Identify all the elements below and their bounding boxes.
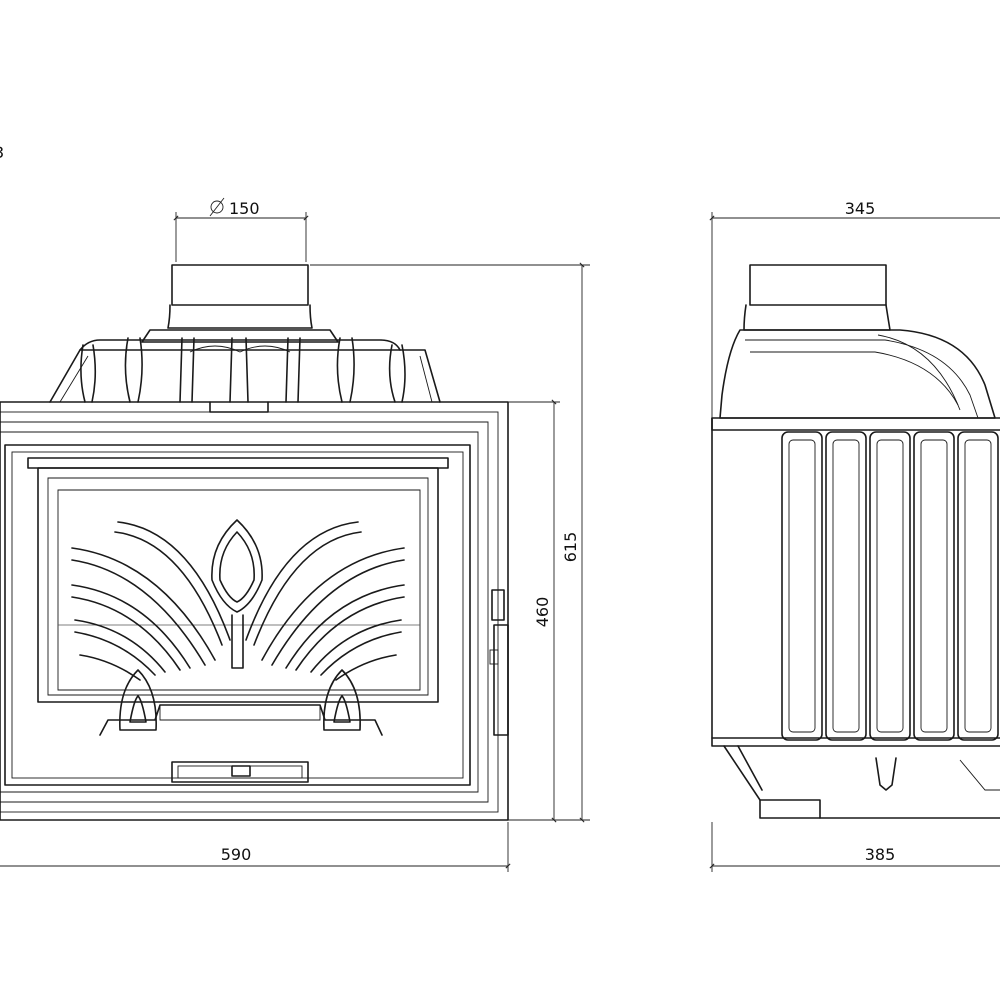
side-flue-collar <box>743 264 891 331</box>
side-view <box>711 264 1000 819</box>
side-fins <box>781 431 999 741</box>
diameter-symbol <box>209 197 225 217</box>
side-base <box>723 745 1000 819</box>
side-body <box>711 417 1000 747</box>
air-control-slider <box>171 761 309 783</box>
front-dimensions: 150 615 460 590 <box>0 197 590 872</box>
top-manifold <box>49 337 441 413</box>
flue-diameter-label: 150 <box>229 199 260 218</box>
flue-collar <box>141 264 339 343</box>
decorative-back-plate <box>71 519 405 681</box>
side-bottom-depth-label: 385 <box>865 845 896 864</box>
front-frame <box>0 401 509 821</box>
front-view <box>0 264 509 821</box>
total-height-label: 615 <box>561 532 580 563</box>
glass-window <box>27 457 449 703</box>
side-top-depth-label: 345 <box>845 199 876 218</box>
fire-grate <box>99 669 383 736</box>
door-height-label: 460 <box>533 597 552 628</box>
side-dimensions: 345 385 <box>709 199 1000 872</box>
edge-fragment-label: 3 <box>0 143 4 162</box>
door-latch <box>489 589 509 736</box>
side-hood <box>719 329 996 419</box>
front-width-label: 590 <box>221 845 252 864</box>
